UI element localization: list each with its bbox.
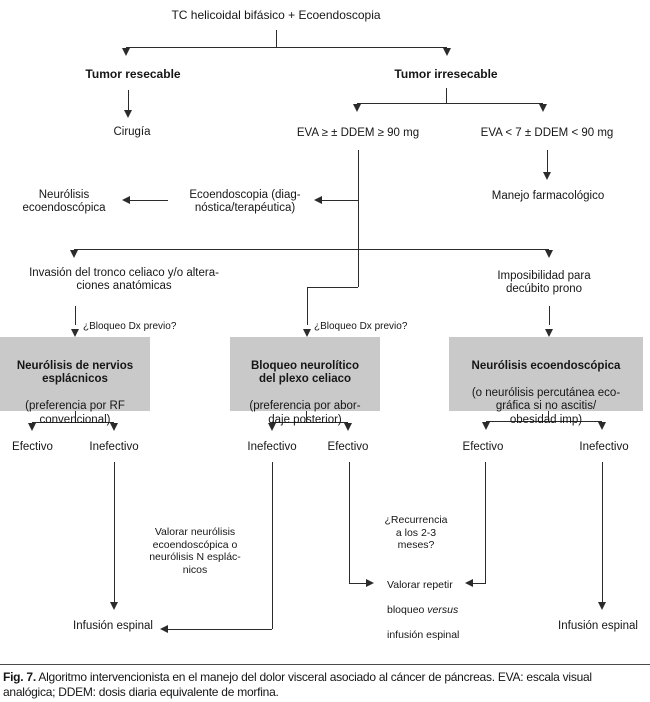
label-recurrencia: ¿Recurrencia a los 2-3 meses? [384, 514, 448, 551]
box-neurolisis-esplacnicos-sub: (preferencia por RF convencional) [25, 400, 125, 426]
label-valorar-repetir-line1: Valorar repetir [387, 578, 453, 591]
edge-to-eco-box [549, 306, 550, 325]
label-valorar-repetir-line2: bloqueo versus [387, 603, 459, 616]
label-inefectivo-right: Inefectivo [579, 441, 629, 453]
edge-plexo-split [272, 422, 348, 423]
label-efectivo-mid: Efectivo [327, 441, 369, 453]
edge-evalow-down [547, 150, 548, 172]
edge-main-horizontal [74, 249, 549, 250]
arrow-efectivo-mid [344, 423, 352, 431]
edge-to-esplacnicos-box [75, 306, 76, 325]
arrow-efectivo-right [482, 422, 490, 430]
label-bloqueo-dx-previo-left: ¿Bloqueo Dx previo? [83, 321, 177, 332]
figure-caption-label: Fig. 7. [3, 670, 36, 684]
edge-to-ecoendoscopia [322, 200, 358, 201]
label-inefectivo-left: Inefectivo [89, 441, 139, 453]
arrow-mid-to-infusion-left [160, 625, 168, 633]
arrow-to-manejo [543, 172, 551, 180]
arrow-to-eva-high [353, 104, 361, 112]
arrow-inefectivo-right [598, 422, 606, 430]
box-bloqueo-plexo-celiaco: Bloqueo neurolítico del plexo celiaco (p… [230, 337, 380, 426]
edge-irresecable-down [446, 88, 447, 103]
figure-caption: Fig. 7. Algoritmo intervencionista en el… [3, 670, 647, 699]
arrow-to-neurolisis-eco [122, 196, 130, 204]
edge-inefectivo-mid-down [272, 462, 273, 629]
arrow-to-esplacnicos-box [71, 329, 79, 337]
edge-eco-split [486, 421, 602, 422]
node-infusion-espinal-left: Infusión espinal [73, 620, 153, 632]
edge-jog [307, 287, 358, 288]
caption-divider [0, 664, 650, 665]
edge-efectivo-right-left [473, 583, 486, 584]
label-efectivo-left: Efectivo [12, 441, 53, 453]
edge-to-plexo-box [307, 287, 308, 325]
node-infusion-espinal-right: Infusión espinal [558, 620, 638, 632]
arrow-to-valorar-repetir-left [366, 579, 374, 587]
box-neurolisis-esplacnicos: Neurólisis de nervios esplácnicos (prefe… [0, 337, 150, 426]
label-valorar-neurolisis: Valorar neurólisis ecoendoscópica o neur… [149, 526, 241, 576]
edge-efectivo-mid-down [349, 462, 350, 583]
edge-esplacnicos-out [75, 411, 76, 422]
label-efectivo-right: Efectivo [462, 441, 504, 453]
node-eva-high: EVA ≥ ± DDEM ≥ 90 mg [296, 127, 420, 139]
box-neurolisis-esplacnicos-title: Neurólisis de nervios esplácnicos [16, 359, 134, 386]
node-cirugia: Cirugía [113, 126, 151, 138]
figure-caption-text: Algoritmo intervencionista en el manejo … [3, 670, 592, 699]
node-ecoendoscopia-diag: Ecoendoscopia (diag- nóstica/terapéutica… [189, 189, 301, 214]
arrow-to-infusion-left [110, 602, 118, 610]
node-tumor-irresecable: Tumor irresecable [394, 67, 498, 81]
arrow-inefectivo-mid [268, 423, 276, 431]
box-bloqueo-plexo-celiaco-sub: (preferencia por abor- daje posterior) [249, 400, 361, 426]
box-bloqueo-plexo-celiaco-title: Bloqueo neurolítico del plexo celiaco [251, 359, 359, 386]
edge-efectivo-mid-right [349, 583, 366, 584]
edge-irresecable-split [357, 103, 543, 104]
arrow-to-infusion-right [598, 602, 606, 610]
arrow-to-resecable [122, 48, 130, 56]
node-neurolisis-ecoendoscopica: Neurólisis ecoendoscópica [22, 189, 106, 214]
box-neurolisis-ecoendoscopica: Neurólisis ecoendoscópica (o neurólisis … [449, 337, 643, 426]
arrow-to-cirugia [124, 110, 132, 118]
node-invasion-tronco: Invasión del tronco celiaco y/o altera- … [29, 267, 219, 292]
edge-resecable-down [128, 90, 129, 110]
arrow-to-eva-low [539, 104, 547, 112]
label-bloqueo-dx-previo-mid: ¿Bloqueo Dx previo? [314, 321, 408, 332]
edge-to-neurolisis-eco [130, 200, 168, 201]
arrow-to-irresecable [443, 48, 451, 56]
box-neurolisis-ecoendoscopica-title: Neurólisis ecoendoscópica [471, 359, 621, 372]
node-manejo-farmacologico: Manejo farmacológico [491, 190, 605, 202]
arrow-to-eco-box [545, 329, 553, 337]
box-neurolisis-ecoendoscopica-sub: (o neurólisis percutánea eco- gráfica si… [471, 386, 621, 426]
arrow-to-plexo-box [303, 329, 311, 337]
edge-eco-out [548, 411, 549, 421]
arrow-to-imposibilidad [545, 250, 553, 258]
node-root: TC helicoidal bifásico + Ecoendoscopia [171, 8, 381, 22]
node-tumor-resecable: Tumor resecable [85, 67, 181, 81]
arrow-to-valorar-repetir-right [465, 579, 473, 587]
node-eva-low: EVA < 7 ± DDEM < 90 mg [480, 127, 614, 139]
label-valorar-repetir-line3: infusión espinal [387, 628, 460, 641]
label-valorar-repetir: Valorar repetir bloqueo versus infusión … [387, 566, 487, 654]
edge-efectivo-right-down [485, 462, 486, 583]
arrow-to-invasion [70, 250, 78, 258]
arrow-to-ecoendoscopia [314, 196, 322, 204]
edge-inefectivo-right-down [602, 462, 603, 602]
edge-root-down [276, 30, 277, 47]
edge-mid-to-infusion-left [168, 629, 272, 630]
edge-inefectivo-left-down [114, 462, 115, 602]
node-imposibilidad-decubito: Imposibilidad para decúbito prono [497, 270, 591, 295]
arrow-inefectivo-left [110, 423, 118, 431]
edge-root-split [126, 47, 447, 48]
edge-esplacnicos-split [32, 422, 114, 423]
edge-plexo-out [306, 411, 307, 422]
label-inefectivo-mid: Inefectivo [247, 441, 297, 453]
arrow-efectivo-left [28, 423, 36, 431]
edge-evahigh-down [358, 150, 359, 287]
